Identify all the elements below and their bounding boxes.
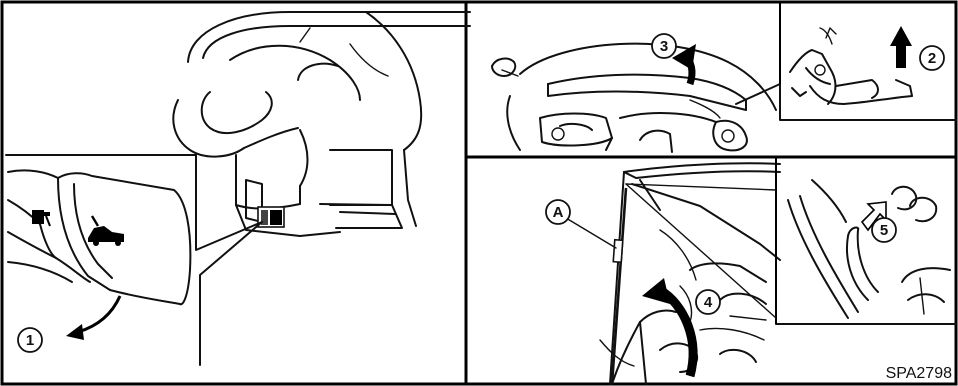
callout-step-3: 3 bbox=[652, 34, 676, 58]
callout-step-4: 4 bbox=[696, 290, 720, 314]
callout-part-A: A bbox=[546, 200, 570, 224]
svg-text:1: 1 bbox=[26, 332, 34, 349]
hood-release-handle bbox=[258, 207, 284, 227]
svg-text:2: 2 bbox=[928, 50, 936, 67]
callout-step-5: 5 bbox=[872, 218, 896, 242]
figure-code: SPA2798 bbox=[886, 365, 953, 382]
svg-text:5: 5 bbox=[880, 222, 888, 239]
callout-step-2: 2 bbox=[920, 46, 944, 70]
svg-text:A: A bbox=[553, 204, 564, 221]
callout-step-1: 1 bbox=[18, 328, 42, 352]
svg-text:4: 4 bbox=[704, 294, 713, 311]
svg-text:3: 3 bbox=[660, 38, 668, 55]
